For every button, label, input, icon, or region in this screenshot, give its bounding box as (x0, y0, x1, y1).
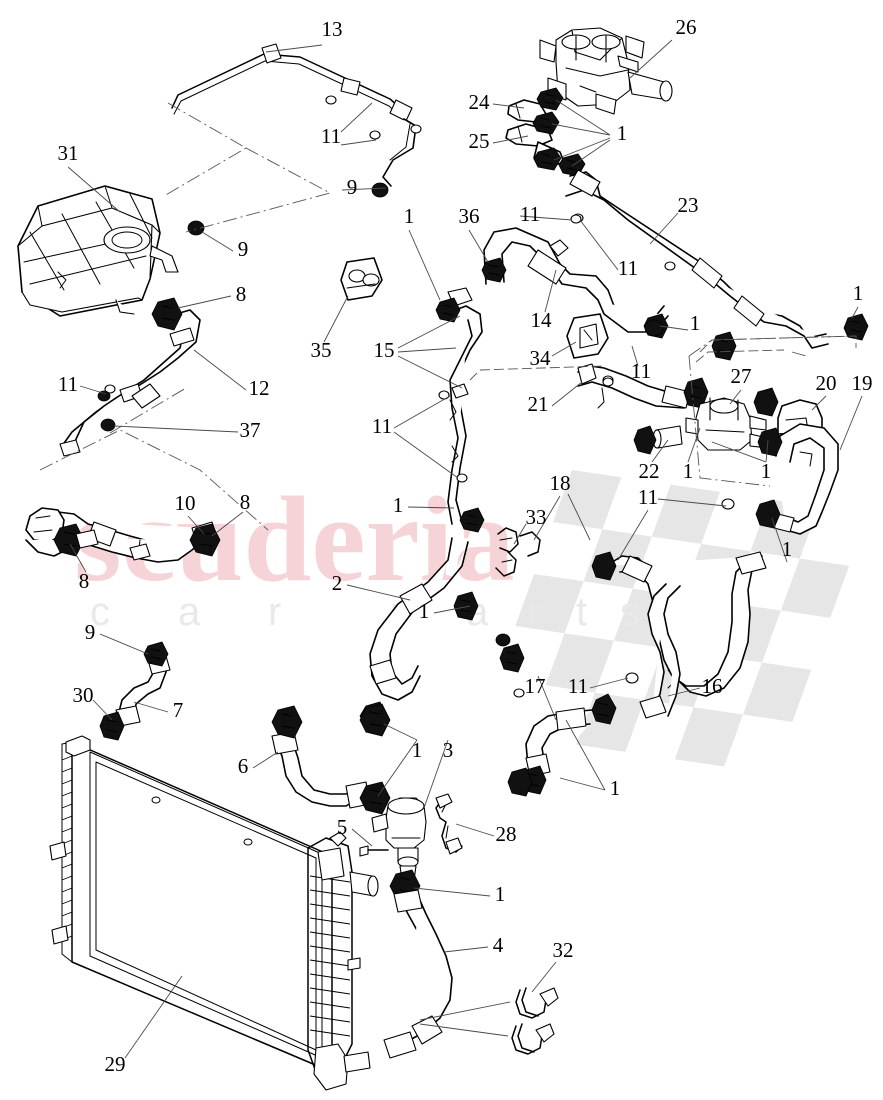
callout-11h: 11 (568, 674, 588, 698)
part-hose-21 (577, 363, 709, 409)
callout-1i: 1 (419, 599, 430, 623)
part-coolant-pipe-23 (565, 169, 869, 349)
callout-8a: 8 (236, 282, 247, 306)
callout-20: 20 (816, 371, 837, 395)
callout-14: 14 (531, 308, 553, 332)
part-expansion-tank (17, 185, 179, 317)
callout-11a: 11 (321, 124, 341, 148)
callout-23: 23 (678, 193, 699, 217)
callout-1c: 1 (853, 281, 864, 305)
callout-4: 4 (493, 933, 504, 957)
part-throttle-valve-module (539, 27, 673, 115)
leader-lines (67, 39, 863, 1059)
part-hose-15 (435, 287, 485, 533)
part-radiator-29 (49, 735, 379, 1091)
callout-2: 2 (332, 571, 343, 595)
callout-11c: 11 (618, 256, 638, 280)
callout-1a: 1 (617, 121, 628, 145)
callout-35: 35 (311, 338, 332, 362)
callout-10: 10 (175, 491, 196, 515)
part-hose-18 (605, 498, 767, 697)
callout-7: 7 (173, 698, 184, 722)
callout-8c: 8 (79, 569, 90, 593)
part-hose-7 (99, 641, 171, 741)
callout-17: 17 (525, 674, 546, 698)
part-hose-17 (521, 693, 617, 795)
callout-15: 15 (374, 338, 395, 362)
clamp-group-top (532, 87, 586, 177)
callout-37: 37 (240, 418, 261, 442)
part-bracket-28 (435, 793, 463, 855)
callout-18: 18 (550, 471, 571, 495)
callout-1l: 1 (495, 882, 506, 906)
wm-letter-r: r (268, 590, 281, 634)
callout-1f: 1 (761, 459, 772, 483)
callout-11e: 11 (58, 372, 78, 396)
callout-1j: 1 (412, 738, 423, 762)
callout-11f: 11 (372, 414, 392, 438)
callout-3: 3 (443, 738, 454, 762)
callout-8b: 8 (240, 490, 251, 514)
clip-group-misc (97, 220, 617, 797)
callout-6: 6 (238, 754, 249, 778)
callout-34: 34 (530, 346, 552, 370)
wm-letter-r2: r (528, 590, 541, 634)
callout-11b: 11 (520, 202, 540, 226)
callout-30: 30 (73, 683, 94, 707)
callout-1h: 1 (782, 537, 793, 561)
callout-33: 33 (526, 505, 547, 529)
part-hose-10 (39, 511, 221, 563)
callout-9a: 9 (347, 175, 358, 199)
wm-letter-c: c (90, 590, 110, 634)
callout-labels: 13 26 24 1 11 25 31 9 1 11 36 23 9 11 8 … (58, 15, 873, 1076)
callout-32: 32 (553, 938, 574, 962)
callout-1k: 1 (610, 776, 621, 800)
callout-19: 19 (852, 371, 873, 395)
part-coolant-pipe-13 (171, 43, 422, 198)
wm-letter-s: s (620, 590, 640, 634)
part-hose-14 (481, 214, 669, 339)
part-hose-16 (625, 583, 681, 719)
callout-9b: 9 (238, 237, 249, 261)
callout-27: 27 (731, 364, 752, 388)
part-clip-33 (495, 527, 541, 577)
callout-24: 24 (469, 90, 491, 114)
part-auxiliary-pump-3 (371, 797, 427, 881)
callout-1b: 1 (404, 204, 415, 228)
part-hose-19 (773, 423, 839, 535)
callout-26: 26 (676, 15, 697, 39)
callout-13: 13 (322, 17, 343, 41)
callout-12: 12 (249, 376, 270, 400)
part-bolt-5 (359, 845, 389, 857)
callout-16: 16 (702, 674, 723, 698)
callout-28: 28 (496, 822, 517, 846)
callout-25: 25 (469, 129, 490, 153)
wm-letter-a: a (178, 590, 201, 634)
part-retainer-35 (340, 257, 383, 301)
part-connector-left (25, 507, 99, 557)
part-hose-12 (59, 301, 201, 457)
callout-5: 5 (337, 815, 348, 839)
callout-11g: 11 (638, 485, 658, 509)
callout-1d: 1 (690, 311, 701, 335)
callout-1e: 1 (683, 459, 694, 483)
callout-1g: 1 (393, 493, 404, 517)
callout-29: 29 (105, 1052, 126, 1076)
callout-9c: 9 (85, 620, 96, 644)
part-sleeve-22 (652, 425, 683, 449)
part-clip-32 (511, 987, 559, 1055)
callout-11d: 11 (631, 359, 651, 383)
callout-22: 22 (639, 459, 660, 483)
wm-letter-t: t (576, 590, 587, 634)
part-retainer-34 (566, 313, 609, 359)
clamp-group-valve (602, 319, 783, 529)
callout-36: 36 (459, 204, 480, 228)
callout-21: 21 (528, 392, 549, 416)
callout-31: 31 (58, 141, 79, 165)
